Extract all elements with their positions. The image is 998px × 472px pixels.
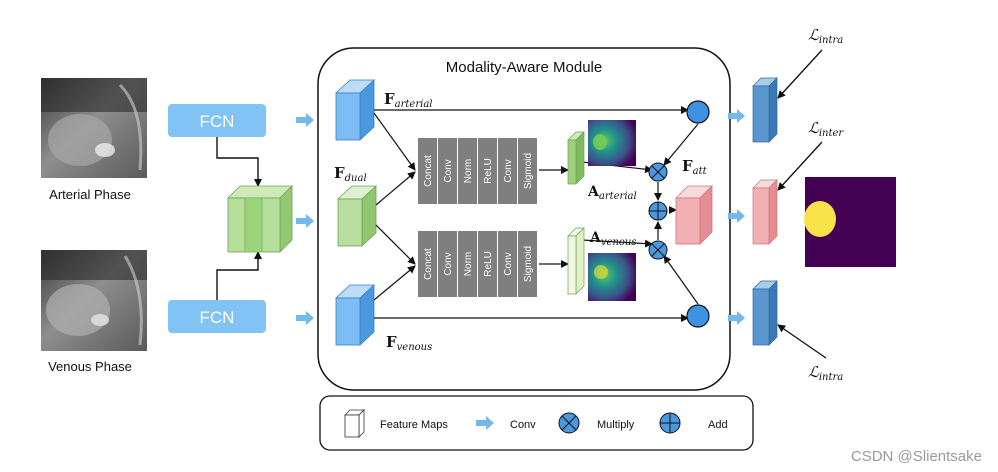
output-slab-middle <box>752 179 778 245</box>
legend-feature-map-icon <box>344 409 365 438</box>
modality-aware-module-frame <box>317 47 731 391</box>
legend-conv-label: Conv <box>510 419 536 431</box>
output-slab-top <box>752 77 778 143</box>
module-title: Modality-Aware Module <box>446 59 602 76</box>
arterial-heatmap <box>588 120 636 166</box>
module-connectors <box>373 106 699 322</box>
f-venous-cube <box>334 284 376 346</box>
attention-block-stack-top: Concat Conv Norm ReLU Conv Sigmoid <box>418 138 537 204</box>
segmentation-output <box>804 177 896 267</box>
block-top-conv2: Conv <box>503 159 514 182</box>
block-bottom-conv1: Conv <box>443 252 454 275</box>
legend-add-icon <box>659 412 681 434</box>
arterial-ct-image <box>41 78 147 178</box>
watermark: CSDN @Slientsake <box>851 448 982 465</box>
arterial-node <box>686 100 710 124</box>
legend-box <box>319 395 754 451</box>
fcn-bottom-box: FCN <box>168 300 266 333</box>
loss-arrows <box>777 49 827 359</box>
multiply-top-icon <box>648 162 668 182</box>
loss-intra-top-label: ℒintra <box>808 26 843 46</box>
f-dual-cube <box>336 185 378 247</box>
f-att-cube <box>675 185 713 245</box>
fcn-top-label: FCN <box>200 112 235 131</box>
a-arterial-label: Aarterial <box>587 184 637 202</box>
venous-heatmap <box>588 253 636 301</box>
block-bottom-concat: Concat <box>423 248 434 280</box>
fcn-top-connector <box>216 137 262 187</box>
legend-add-label: Add <box>708 419 728 431</box>
block-bottom-conv2: Conv <box>503 252 514 275</box>
output-slab-bottom <box>752 280 778 346</box>
block-bottom-sigmoid: Sigmoid <box>523 246 534 282</box>
a-venous-slab <box>567 227 585 295</box>
multiply-bottom-icon <box>648 240 668 260</box>
fused-feature-block <box>227 185 293 253</box>
legend-multiply-label: Multiply <box>597 419 635 431</box>
block-bottom-norm: Norm <box>463 252 474 276</box>
f-venous-label: Fvenous <box>386 333 432 353</box>
block-top-norm: Norm <box>463 159 474 183</box>
attention-block-stack-bottom: Concat Conv Norm ReLU Conv Sigmoid <box>418 231 537 297</box>
f-att-label: Fatt <box>682 157 708 177</box>
fcn-top-box: FCN <box>168 104 266 137</box>
a-venous-label: Avenous <box>589 230 636 248</box>
legend-multiply-icon <box>558 412 580 434</box>
f-arterial-label: Farterial <box>384 90 432 110</box>
venous-ct-image <box>41 250 147 351</box>
conv-arrows-right <box>728 109 745 325</box>
fcn-bottom-connector <box>216 251 262 300</box>
block-top-sigmoid: Sigmoid <box>523 153 534 189</box>
f-arterial-cube <box>334 79 376 141</box>
a-arterial-slab <box>567 131 585 185</box>
venous-node <box>686 304 710 328</box>
fcn-bottom-label: FCN <box>200 308 235 327</box>
block-top-concat: Concat <box>423 155 434 187</box>
add-icon <box>648 201 668 221</box>
block-bottom-relu: ReLU <box>483 251 494 277</box>
legend-conv-arrow-icon <box>476 416 494 430</box>
block-top-relu: ReLU <box>483 158 494 184</box>
loss-intra-bottom-label: ℒintra <box>808 363 843 383</box>
block-top-conv1: Conv <box>443 159 454 182</box>
loss-inter-label: ℒinter <box>808 119 844 139</box>
conv-arrows-left <box>296 113 314 325</box>
f-dual-label: Fdual <box>334 164 367 184</box>
arterial-caption: Arterial Phase <box>49 187 131 202</box>
legend-feature-maps-label: Feature Maps <box>380 419 448 431</box>
venous-caption: Venous Phase <box>48 359 132 374</box>
